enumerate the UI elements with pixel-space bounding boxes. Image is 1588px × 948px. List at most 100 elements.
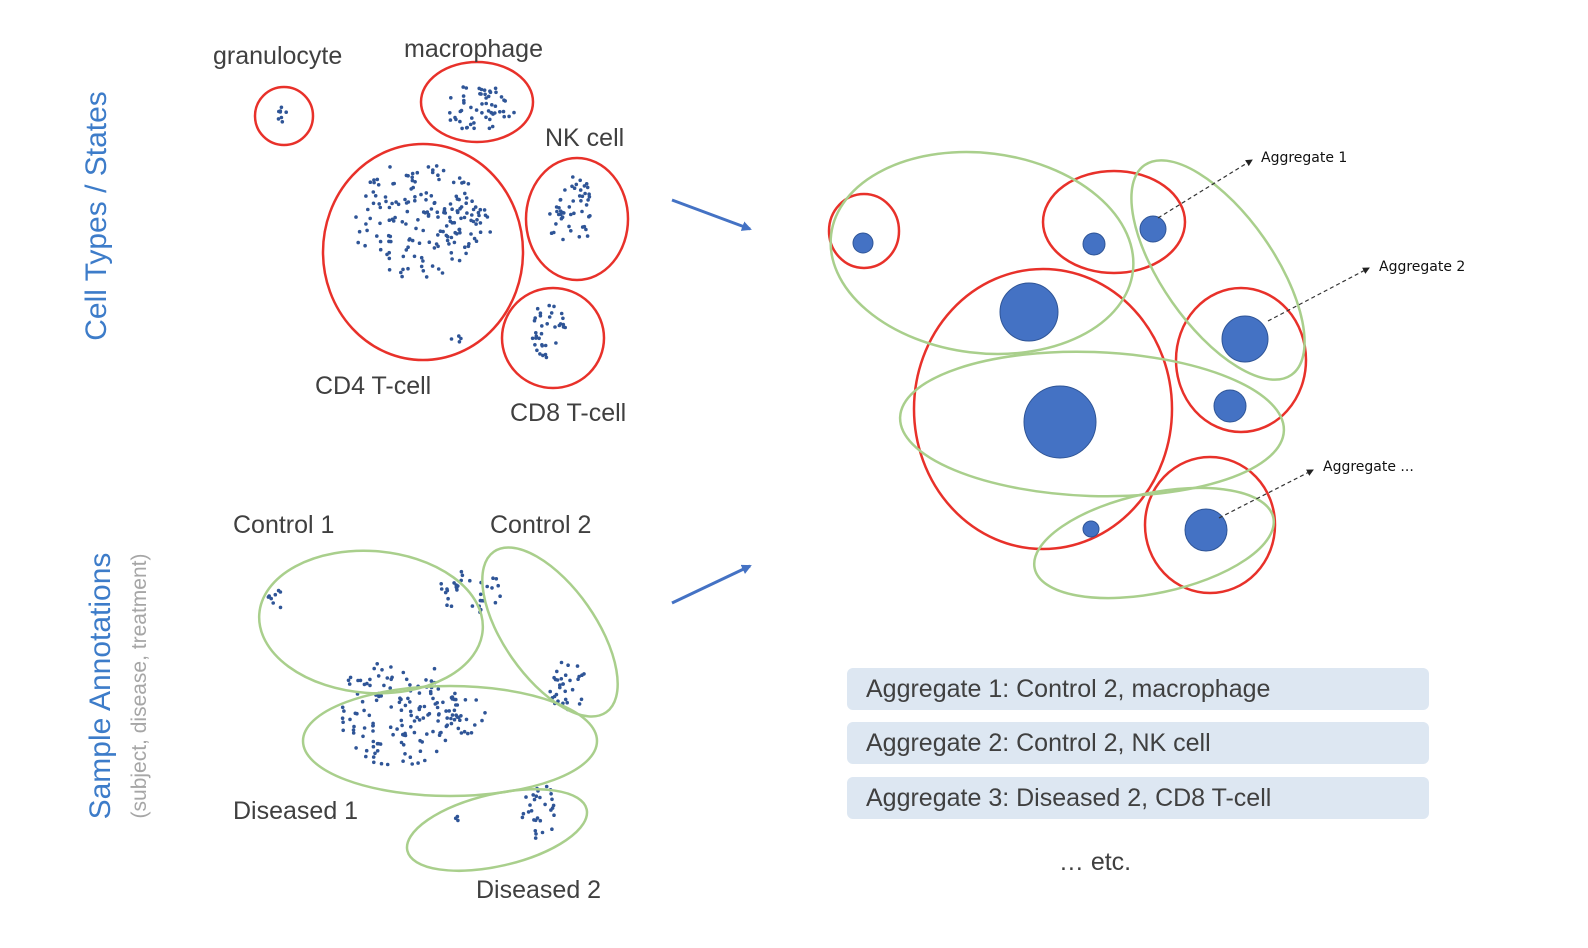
cell-dot (457, 176, 462, 180)
sample-dot (388, 725, 393, 729)
cell-dot (463, 245, 467, 249)
cell-dot (445, 238, 450, 243)
sample-annotations-subtitle: (subject, disease, treatment) (128, 554, 151, 819)
sample-dot (447, 709, 452, 713)
cell-dot (404, 248, 409, 252)
sample-dot (520, 815, 525, 820)
cell-dot (480, 102, 484, 106)
sample-dot (371, 744, 376, 749)
cell-dot (368, 216, 373, 221)
sample-dot (400, 723, 404, 728)
cell-dot (410, 175, 415, 180)
cell-dot (441, 229, 445, 234)
sample-dot (494, 577, 499, 581)
sample-dot (544, 784, 549, 789)
cell-dot (588, 214, 592, 218)
sample-dot (346, 678, 351, 683)
sample-dot (466, 731, 470, 736)
sample-dot (463, 698, 468, 702)
cell-dot (387, 239, 391, 244)
sample-dot (459, 714, 463, 718)
cell-dot (491, 112, 495, 116)
cell-dot (579, 199, 583, 203)
cell-dot (413, 195, 417, 199)
sample-dot (452, 717, 457, 722)
cell-dot (388, 165, 392, 169)
sample-dot (431, 696, 435, 701)
cell-dot (449, 251, 454, 255)
sample-dot (444, 709, 448, 713)
sample-dot (459, 569, 464, 574)
cell-type-dot-scatter (276, 85, 592, 360)
cell-dot (458, 230, 462, 235)
sample-dot (376, 741, 381, 746)
sample-dot (417, 718, 422, 722)
cell-dot (455, 209, 460, 213)
cell-dot (387, 218, 392, 222)
cell-dot (436, 215, 440, 219)
sample-dot (449, 721, 454, 726)
cell-dot (490, 103, 494, 107)
sample-dot (340, 705, 345, 710)
sample-dot (372, 666, 377, 671)
sample-dot (480, 718, 484, 723)
cell-dot (366, 207, 370, 212)
sample-dot (458, 718, 462, 722)
cell-dot (419, 192, 423, 197)
aggregate-cd4-diseased-2 (1082, 520, 1100, 538)
aggregate-3-callout (1218, 469, 1314, 519)
cell-dot (549, 311, 554, 315)
sample-dot (445, 603, 449, 607)
cell-dot (396, 202, 401, 207)
cell-dot (494, 90, 498, 95)
sample-dot (375, 662, 380, 666)
cell-dot (548, 212, 552, 216)
diseased-1-label: Diseased 1 (233, 797, 358, 825)
aggregate-cd4-control-1 (999, 282, 1059, 342)
aggregate-1-callout (1157, 159, 1253, 219)
cell-dot (501, 109, 506, 114)
sample-dot (437, 712, 441, 716)
sample-dot (352, 724, 356, 729)
cell-dot (410, 171, 415, 176)
sample-dot (483, 711, 487, 715)
sample-dot (341, 728, 346, 733)
sample-dot (434, 749, 439, 754)
sample-dot (452, 581, 456, 585)
sample-dot (271, 601, 276, 605)
sample-dot (521, 811, 526, 816)
cell-dot (558, 198, 563, 202)
sample-dot (347, 682, 352, 686)
cell-dot (436, 233, 440, 237)
sample-dot (374, 698, 379, 703)
sample-dot (348, 717, 352, 722)
cell-dot (410, 238, 415, 243)
cell-dot (436, 173, 440, 177)
sample-dot (364, 748, 369, 753)
aggregate-2-label: Aggregate 2 (1379, 259, 1465, 275)
cell-dot (390, 217, 395, 222)
sample-dot (390, 675, 394, 680)
cell-dot (561, 237, 565, 242)
cell-dot (465, 211, 469, 215)
cell-dot (478, 230, 483, 234)
sample-dot (555, 678, 560, 682)
cell-dot (356, 240, 361, 245)
sample-dot (550, 827, 554, 831)
cell-dot (465, 125, 470, 130)
sample-dot (474, 698, 479, 702)
cell-dot (464, 201, 469, 205)
cell-dot (448, 111, 452, 115)
sample-dot (266, 595, 271, 599)
cell-dot (468, 122, 473, 127)
sample-dot (417, 706, 422, 711)
sample-dot (362, 682, 367, 687)
sample-dot (432, 666, 437, 671)
cell-dot (457, 258, 462, 263)
sample-dot (342, 709, 346, 713)
sample-dot (428, 689, 433, 694)
cell-dot (391, 182, 395, 186)
sample-dot (377, 694, 381, 699)
cell-dot (421, 228, 426, 233)
sample-dot (410, 762, 415, 766)
